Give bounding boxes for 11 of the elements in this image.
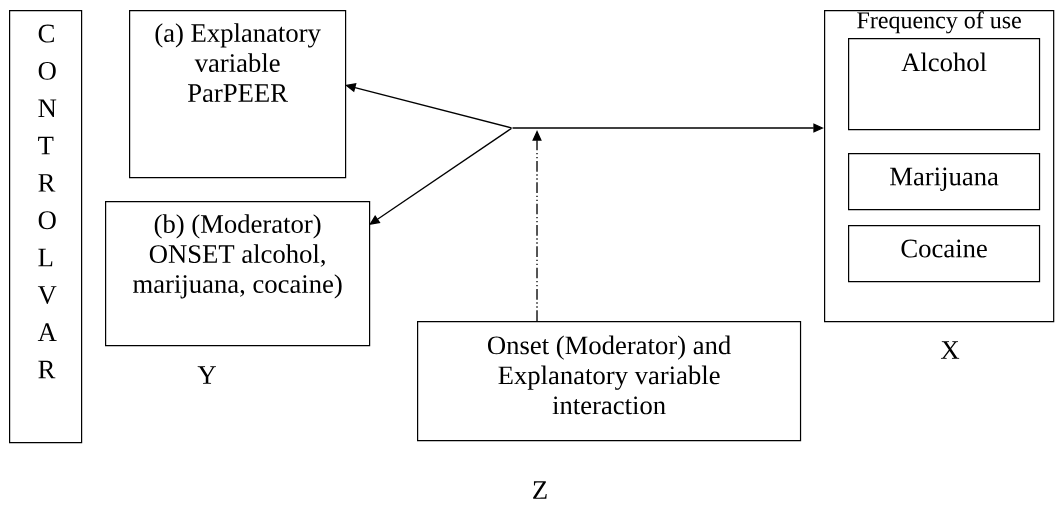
substance-box: Cocaine [848,225,1041,283]
variable-letter: Y [197,366,216,384]
substance-box: Alcohol [848,38,1041,131]
variable-box: Onset (Moderator) and Explanatory variable interaction [417,321,802,442]
variable-box: (a) Explanatory variable ParPEER [129,10,347,179]
variable-box: C O N T R O L V A R [9,10,83,444]
variable-letter: X [940,341,960,359]
arrow [369,127,513,225]
substance-box: Marijuana [848,153,1041,211]
variable-box: (b) (Moderator) ONSET alcohol, marijuana, cocaine) [105,201,371,347]
variable-letter: Z [533,481,547,499]
